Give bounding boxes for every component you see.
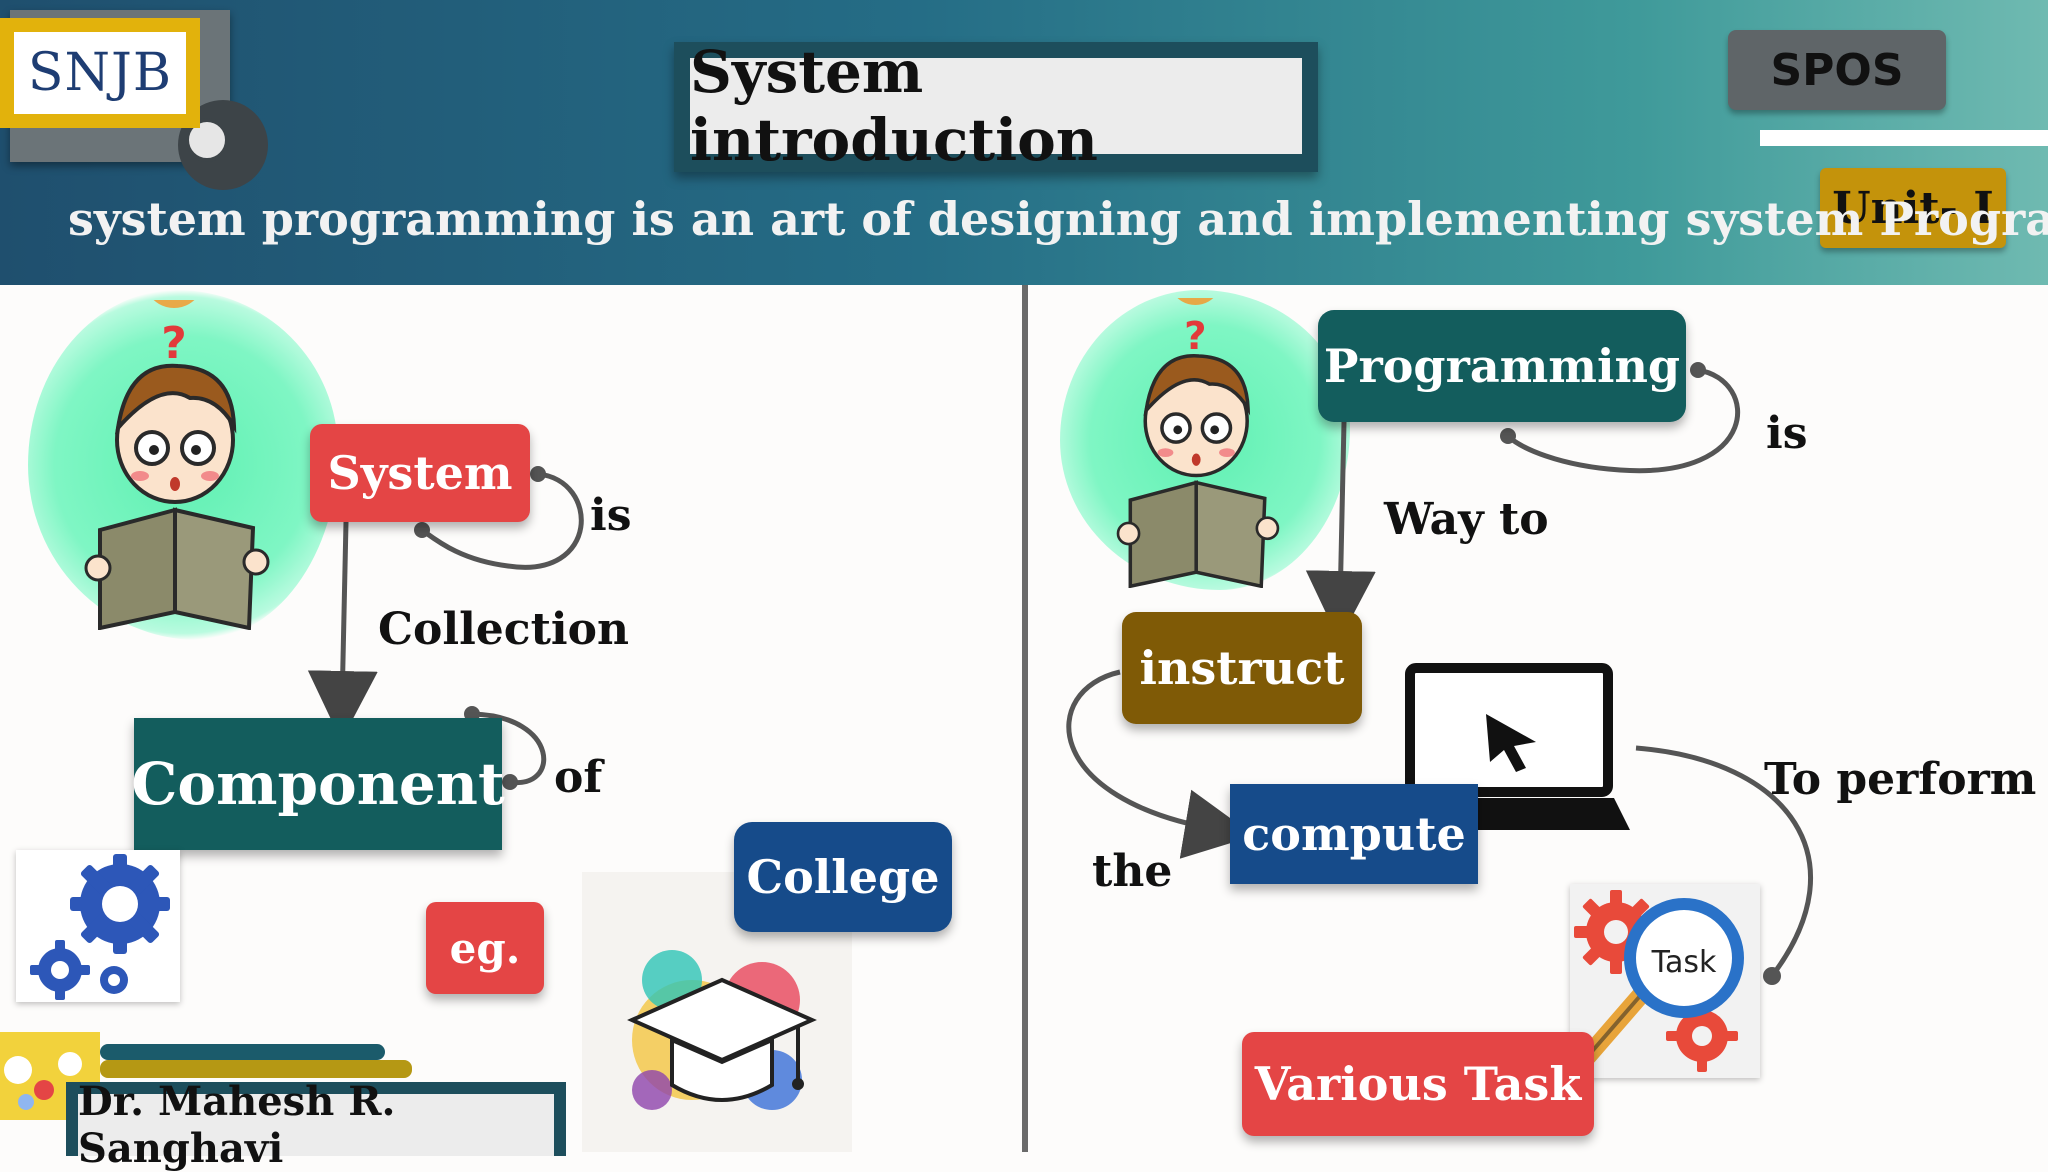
college-node: College — [734, 822, 952, 932]
compute-node: compute — [1230, 784, 1478, 884]
is-label: is — [1766, 408, 1808, 459]
task-gear-magnifier-icon: Task — [1574, 890, 1744, 1072]
center-divider — [1022, 285, 1028, 1152]
is-label: is — [590, 490, 632, 541]
programming-node: Programming — [1318, 310, 1686, 422]
example-badge: eg. — [426, 902, 544, 994]
author-stripe — [100, 1060, 412, 1078]
instruct-node: instruct — [1122, 612, 1362, 724]
subject-badge: SPOS — [1728, 30, 1946, 110]
way-to-label: Way to — [1384, 494, 1549, 545]
unit-badge: Unit- I — [1820, 168, 2006, 248]
definition-text: system programming is an art of designin… — [68, 192, 2048, 246]
svg-text:?: ? — [161, 318, 187, 369]
dots-icon — [4, 1052, 82, 1110]
system-node: System — [310, 424, 530, 522]
svg-text:?: ? — [1184, 314, 1206, 359]
student-reading-icon: ? — [1116, 298, 1280, 588]
graduation-cap-icon — [627, 950, 817, 1110]
component-node: Component — [131, 718, 505, 850]
cursor-icon — [1486, 714, 1536, 772]
the-label: the — [1092, 846, 1173, 897]
gears-icon — [30, 854, 170, 1000]
page-title: System introduction — [690, 38, 1302, 174]
various-task-node: Various Task — [1242, 1032, 1594, 1136]
snjb-logo: SNJB — [14, 32, 186, 114]
author-stripe — [100, 1044, 385, 1060]
to-perform-label: To perform — [1764, 754, 2037, 805]
collection-label: Collection — [378, 604, 629, 655]
right-diagram-connectors — [1066, 362, 1813, 985]
logo-decoration-ring — [185, 118, 229, 162]
header-divider — [1760, 130, 2048, 146]
student-reading-icon: ? — [84, 300, 270, 630]
left-diagram-connectors — [307, 466, 584, 790]
author-name: Dr. Mahesh R. Sanghavi — [78, 1078, 554, 1172]
of-label: of — [554, 752, 603, 803]
task-icon-label: Task — [1651, 945, 1717, 980]
